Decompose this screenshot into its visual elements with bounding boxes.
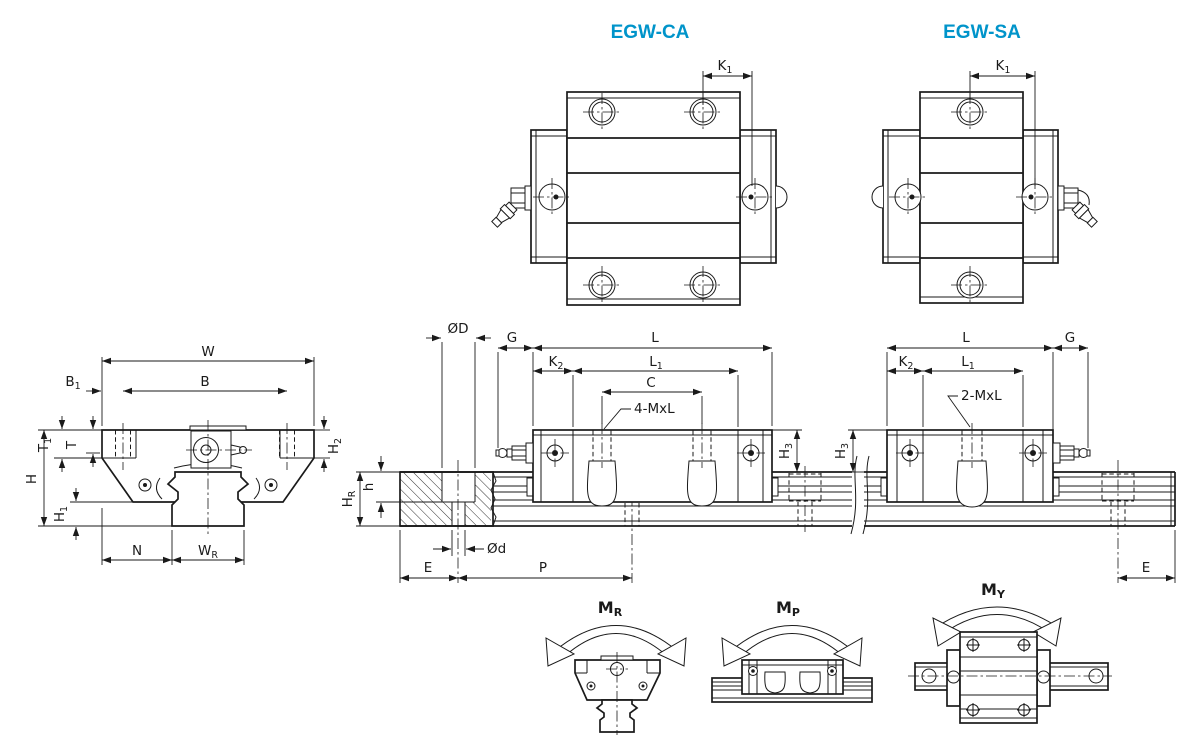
hidden-rail-hole — [788, 466, 822, 532]
ball-track-bulge — [956, 460, 988, 508]
dim-label-l1: L1 — [961, 354, 975, 372]
dim-label-h: H — [24, 474, 40, 484]
grease-fitting-icon — [495, 442, 534, 464]
rail-cross-section: ØD h HR Ød E P — [340, 321, 632, 583]
dim-label-n: N — [132, 543, 142, 559]
moment-pitch-view: MP — [711, 598, 873, 703]
dim-label-h2: H2 — [326, 438, 344, 454]
dim-k1-sa: K1 — [969, 58, 1036, 186]
dim-label-h3: H3 — [777, 443, 795, 459]
front-section-view: W B B1 T1 T H H1 H2 — [24, 344, 344, 565]
dim-label-l: L — [651, 330, 659, 346]
dim-label-g: G — [1065, 330, 1075, 346]
dim-label-od-small: Ød — [487, 541, 506, 557]
callout-4mxl: 4-MxL — [634, 401, 675, 417]
title-egw-ca: EGW-CA — [611, 22, 690, 43]
mini-top-view — [908, 631, 1112, 724]
dim-label-e: E — [424, 560, 433, 576]
side-grease-ports — [533, 178, 774, 216]
dim-label-b: B — [200, 374, 209, 390]
moment-roll-view: MR — [545, 598, 687, 735]
dim-label-hr: HR — [340, 490, 358, 507]
dim-label-w: W — [201, 344, 214, 360]
mini-side-view — [711, 659, 873, 703]
grease-fitting-icon — [491, 185, 532, 228]
mini-front-view — [574, 652, 661, 735]
dim-label-g: G — [507, 330, 517, 346]
roll-arrow-icon — [545, 625, 687, 667]
rail-side-view — [400, 455, 1176, 583]
moment-yaw-view: MY — [908, 580, 1112, 724]
dim-label-k2: K2 — [549, 354, 564, 372]
section-break-edge — [490, 471, 497, 527]
break-line — [862, 455, 870, 535]
mounting-holes — [583, 93, 722, 304]
dim-k1-ca: K1 — [702, 58, 753, 186]
carriage-mount-hole — [961, 423, 983, 468]
moment-label-mp: MP — [776, 598, 800, 619]
title-egw-sa: EGW-SA — [943, 22, 1021, 43]
dim-label-wr: WR — [198, 543, 218, 561]
dim-label-h-depth: h — [361, 483, 377, 492]
hidden-rail-hole — [624, 495, 640, 583]
yaw-arrow-icon — [932, 606, 1062, 647]
break-line — [850, 455, 858, 535]
dim-label-od: ØD — [447, 321, 468, 337]
callout-2mxl: 2-MxL — [961, 388, 1002, 404]
dim-label-e: E — [1142, 560, 1151, 576]
carriage-mount-holes — [592, 423, 712, 468]
grease-fitting-icon — [1057, 185, 1098, 228]
dim-label-h3: H3 — [833, 443, 851, 459]
pitch-arrow-icon — [721, 625, 863, 667]
side-view-egw-ca: G L K2 L1 C 4-MxL H3 — [495, 330, 802, 507]
ball-track-bulge — [686, 460, 718, 507]
grease-fitting-icon — [1052, 442, 1091, 464]
ball-track-bulge — [586, 460, 618, 507]
grease-nipple-icon — [190, 430, 247, 469]
side-port-bump — [775, 185, 788, 209]
dim-label-l: L — [962, 330, 970, 346]
dim-label-b1: B1 — [65, 374, 80, 392]
dim-label-c: C — [646, 375, 655, 391]
dim-label-l1: L1 — [649, 354, 663, 372]
moment-label-mr: MR — [598, 598, 623, 619]
top-view-egw-ca: K1 — [491, 58, 788, 306]
side-view-egw-sa: L G K2 L1 2-MxL H3 E — [833, 330, 1176, 583]
dim-label-k1: K1 — [718, 58, 733, 76]
dim-label-h1: H1 — [52, 506, 70, 522]
dim-label-k2: K2 — [899, 354, 914, 372]
side-port-bump — [871, 185, 884, 209]
dim-label-p: P — [539, 560, 547, 576]
dim-label-k1: K1 — [996, 58, 1011, 76]
dim-label-t1: T1 — [36, 438, 54, 453]
top-view-egw-sa: K1 — [871, 58, 1098, 304]
dim-label-t: T — [64, 440, 80, 450]
moment-label-my: MY — [981, 580, 1006, 601]
